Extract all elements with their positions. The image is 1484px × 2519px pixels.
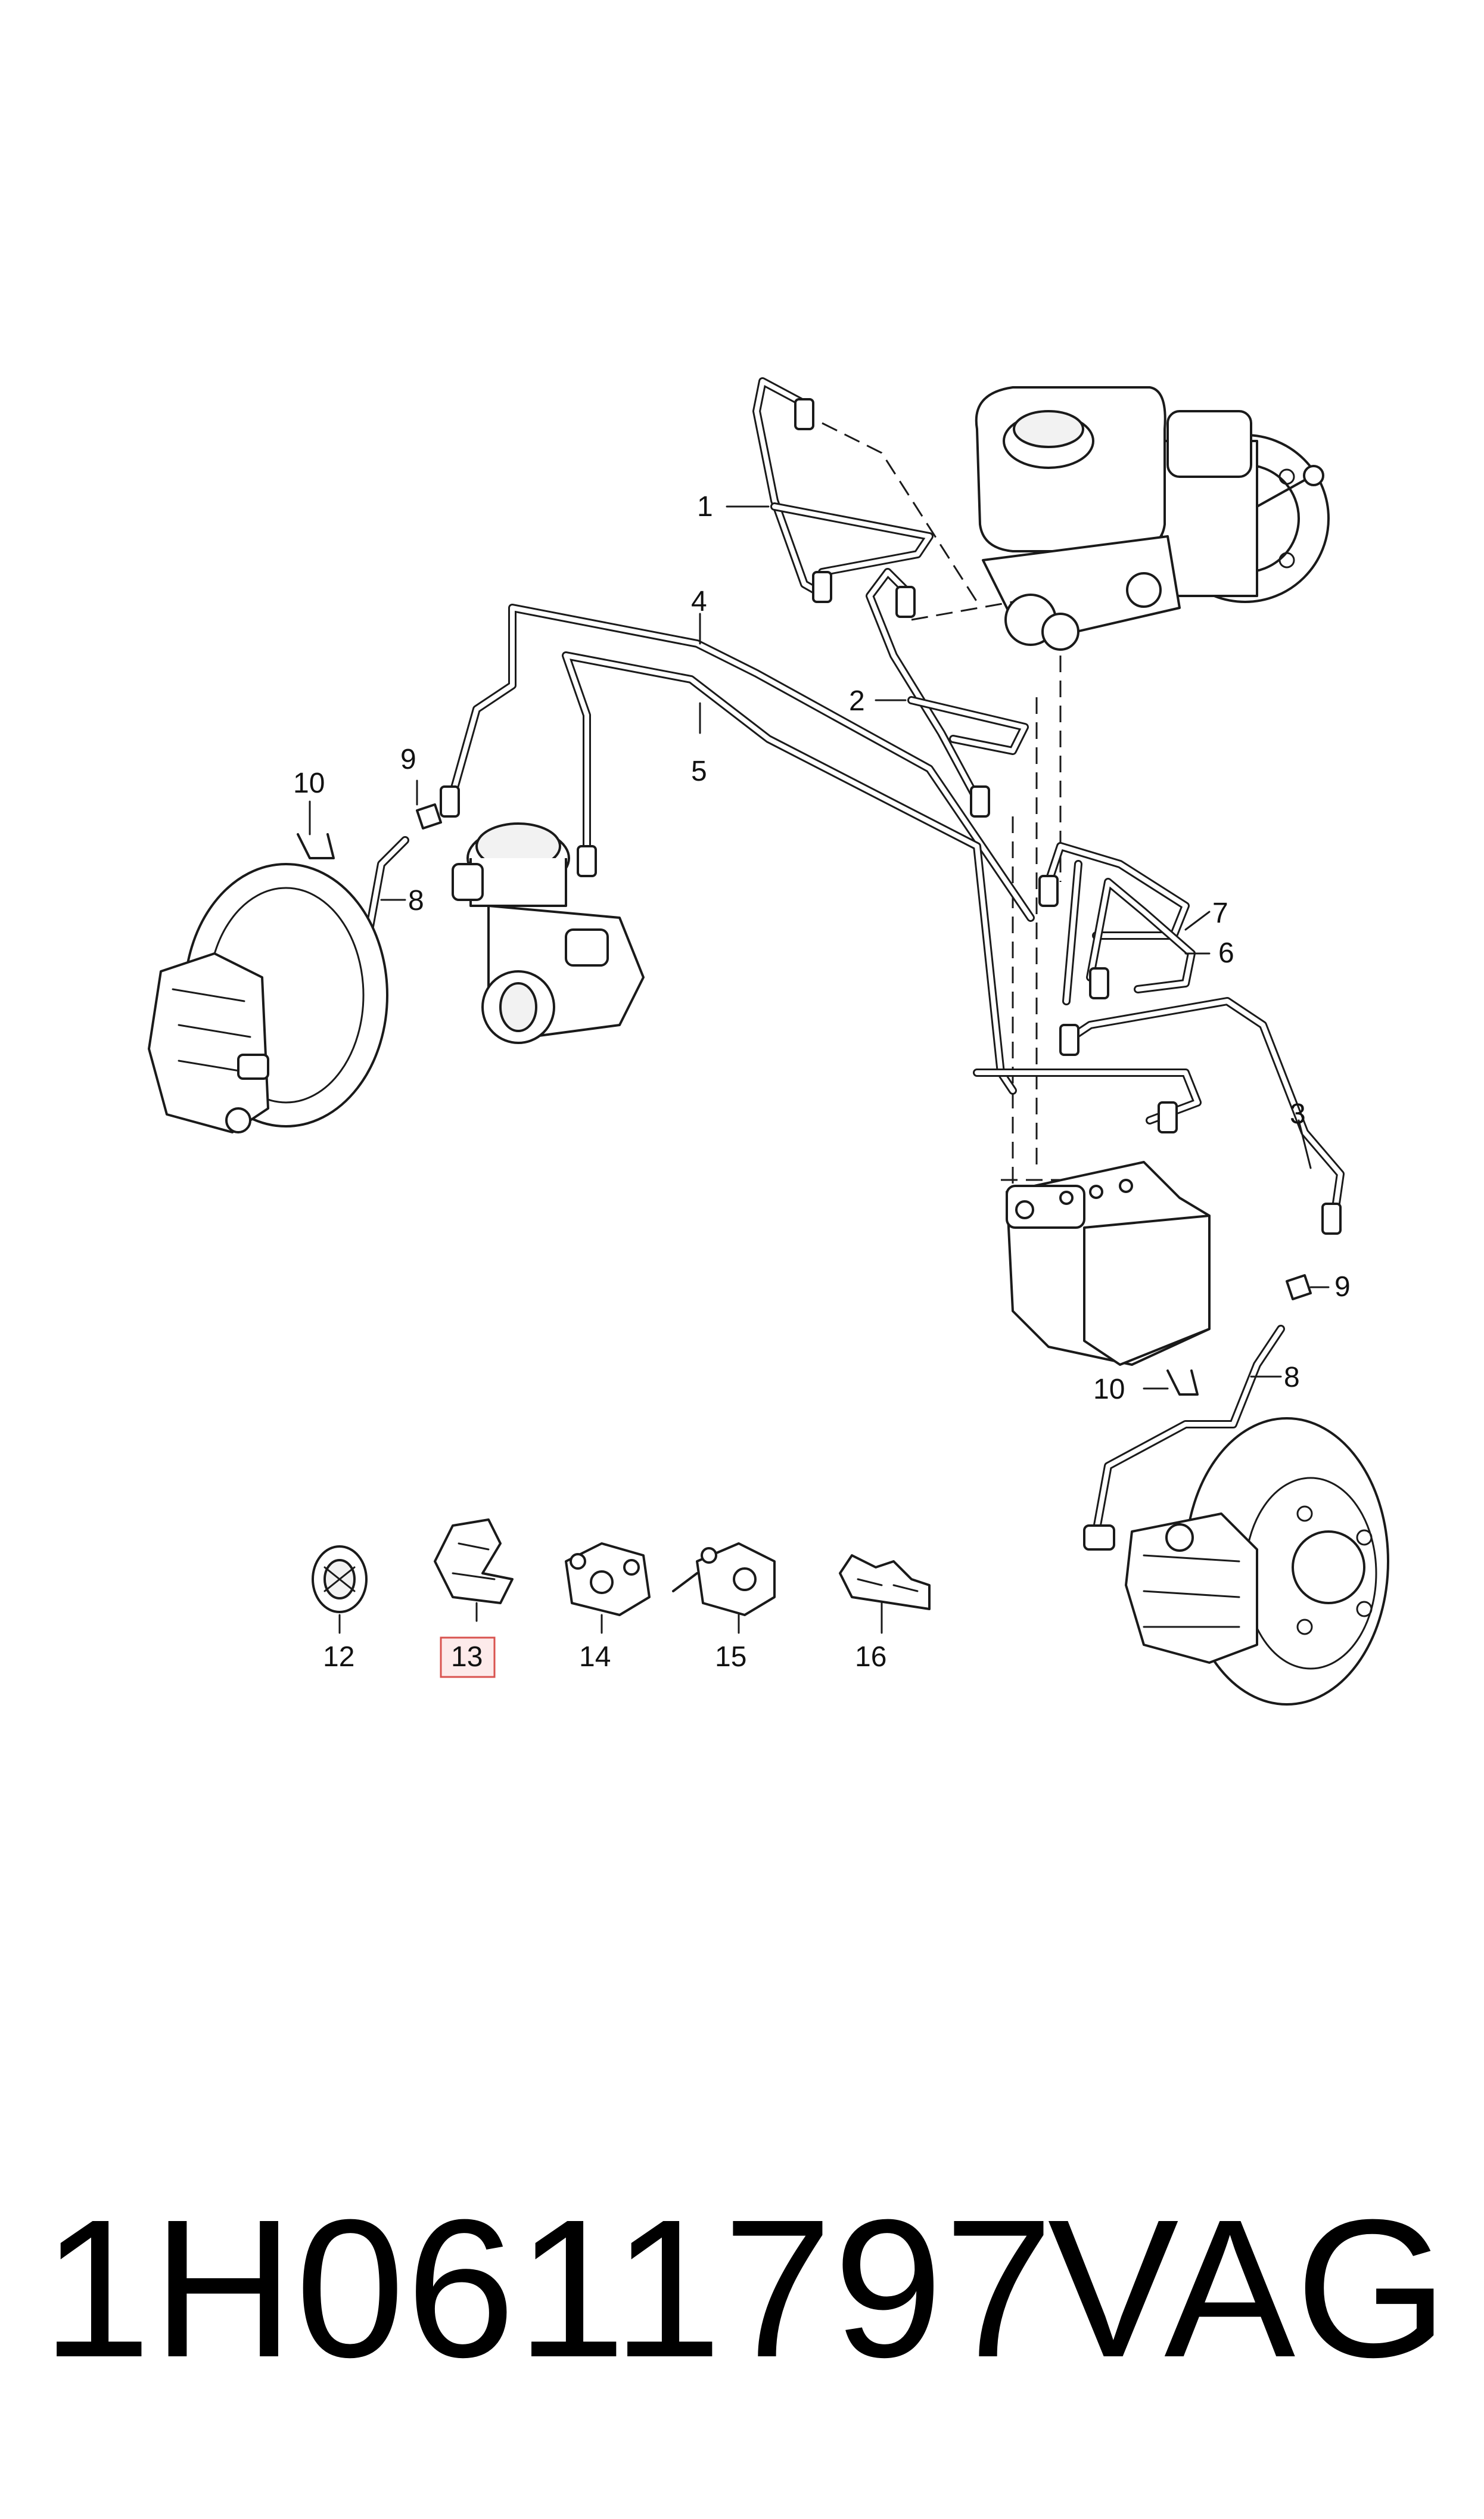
callout-2: 2 [849,685,865,717]
callout-4: 4 [691,586,707,617]
callout-8-left: 8 [408,885,424,917]
callout-10-left: 10 [293,768,325,799]
part-14-holder [565,1542,651,1616]
brand-label: VAG [1047,2178,1448,2398]
footer: 1H0611797 VAG [0,2181,1484,2396]
callout-9-right: 9 [1334,1271,1351,1303]
leader-lines [309,505,1330,1634]
part-15-holder [672,1542,776,1616]
callout-12: 12 [323,1641,354,1673]
callout-6: 6 [1218,937,1234,969]
callout-15: 15 [715,1641,746,1673]
callout-9-left: 9 [400,744,416,775]
pipe-fittings [440,398,1342,1235]
callout-14: 14 [579,1641,611,1673]
callout-13: 13 [451,1641,483,1673]
rear-right-brake [1083,1274,1389,1706]
callout-8-right: 8 [1284,1362,1300,1393]
callout-16: 16 [855,1641,886,1673]
callout-5: 5 [691,756,707,787]
vacuum-pump [452,822,645,1044]
brake-line-diagram: 1 2 3 4 5 7 6 8 8 9 9 10 10 12 13 14 15 … [148,377,1389,1706]
part-16-clip [839,1554,931,1610]
callout-labels: 1 2 3 4 5 7 6 8 8 9 9 10 10 12 13 14 15 … [293,491,1351,1678]
master-cylinder-assembly [975,386,1330,651]
part-13-clip [434,1518,514,1604]
dashed-connectors [822,422,1084,1186]
front-left-brake [148,803,442,1133]
callout-10-right: 10 [1093,1374,1125,1405]
part-number: 1H0611797 [42,2178,1055,2398]
highlight-box-13 [440,1636,496,1678]
part-12-grommet [312,1545,368,1613]
callout-7: 7 [1212,897,1228,929]
callout-3: 3 [1290,1098,1306,1130]
abs-control-unit [1006,1161,1211,1366]
callout-1: 1 [697,491,713,523]
